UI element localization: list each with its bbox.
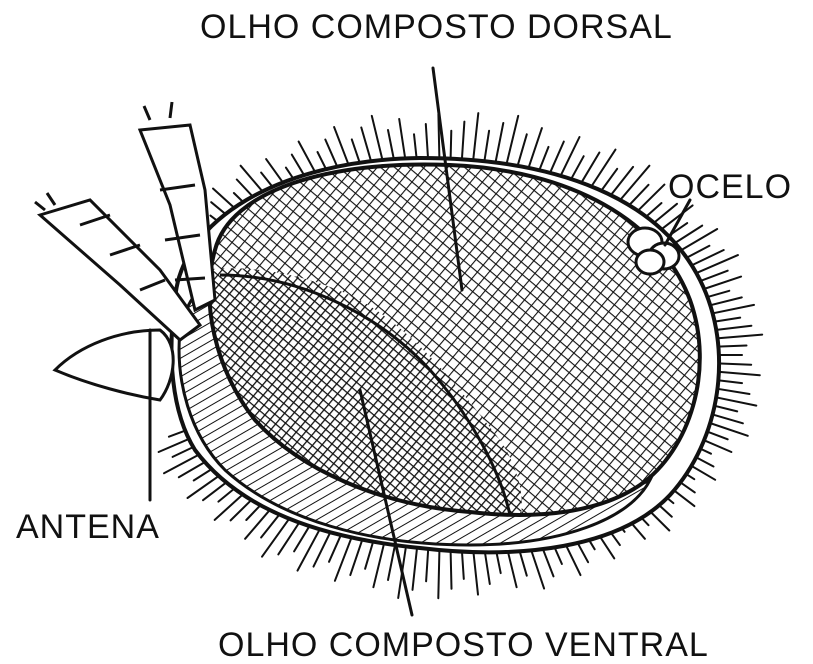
bristle <box>262 516 291 557</box>
bristle <box>528 128 542 169</box>
bristle <box>438 551 439 598</box>
bristle <box>451 131 452 159</box>
bristle <box>373 546 383 587</box>
label-dorsal-compound-eye: OLHO COMPOSTO DORSAL <box>200 10 673 44</box>
bristle <box>278 521 300 555</box>
bristle <box>709 305 754 314</box>
bristle <box>518 134 527 166</box>
bristle <box>413 550 417 590</box>
label-antenna: ANTENA <box>16 510 160 544</box>
bristle <box>350 541 361 575</box>
bristle <box>617 166 650 204</box>
bristle <box>462 551 464 579</box>
bristle <box>329 536 341 562</box>
bristle <box>589 150 615 190</box>
bristle <box>714 335 763 339</box>
bristle <box>298 529 321 571</box>
bristle <box>473 113 478 160</box>
bristle <box>365 544 372 569</box>
label-ocellus: OCELO <box>668 170 792 204</box>
bristle <box>294 525 310 552</box>
bristle <box>426 551 428 582</box>
bristle <box>372 116 384 164</box>
bristle <box>388 548 395 581</box>
bristle <box>399 119 405 161</box>
bristle <box>451 551 452 589</box>
mouthpart-lobe <box>55 330 173 400</box>
bristle <box>549 142 563 175</box>
bristle <box>462 122 465 160</box>
bristle <box>473 550 478 595</box>
bristle <box>484 131 489 161</box>
bristle <box>507 116 519 164</box>
label-ventral-compound-eye: OLHO COMPOSTO VENTRAL <box>218 628 709 662</box>
bristle <box>426 124 428 159</box>
bristle <box>691 255 738 275</box>
bristle <box>496 123 504 163</box>
bristle <box>539 147 549 171</box>
